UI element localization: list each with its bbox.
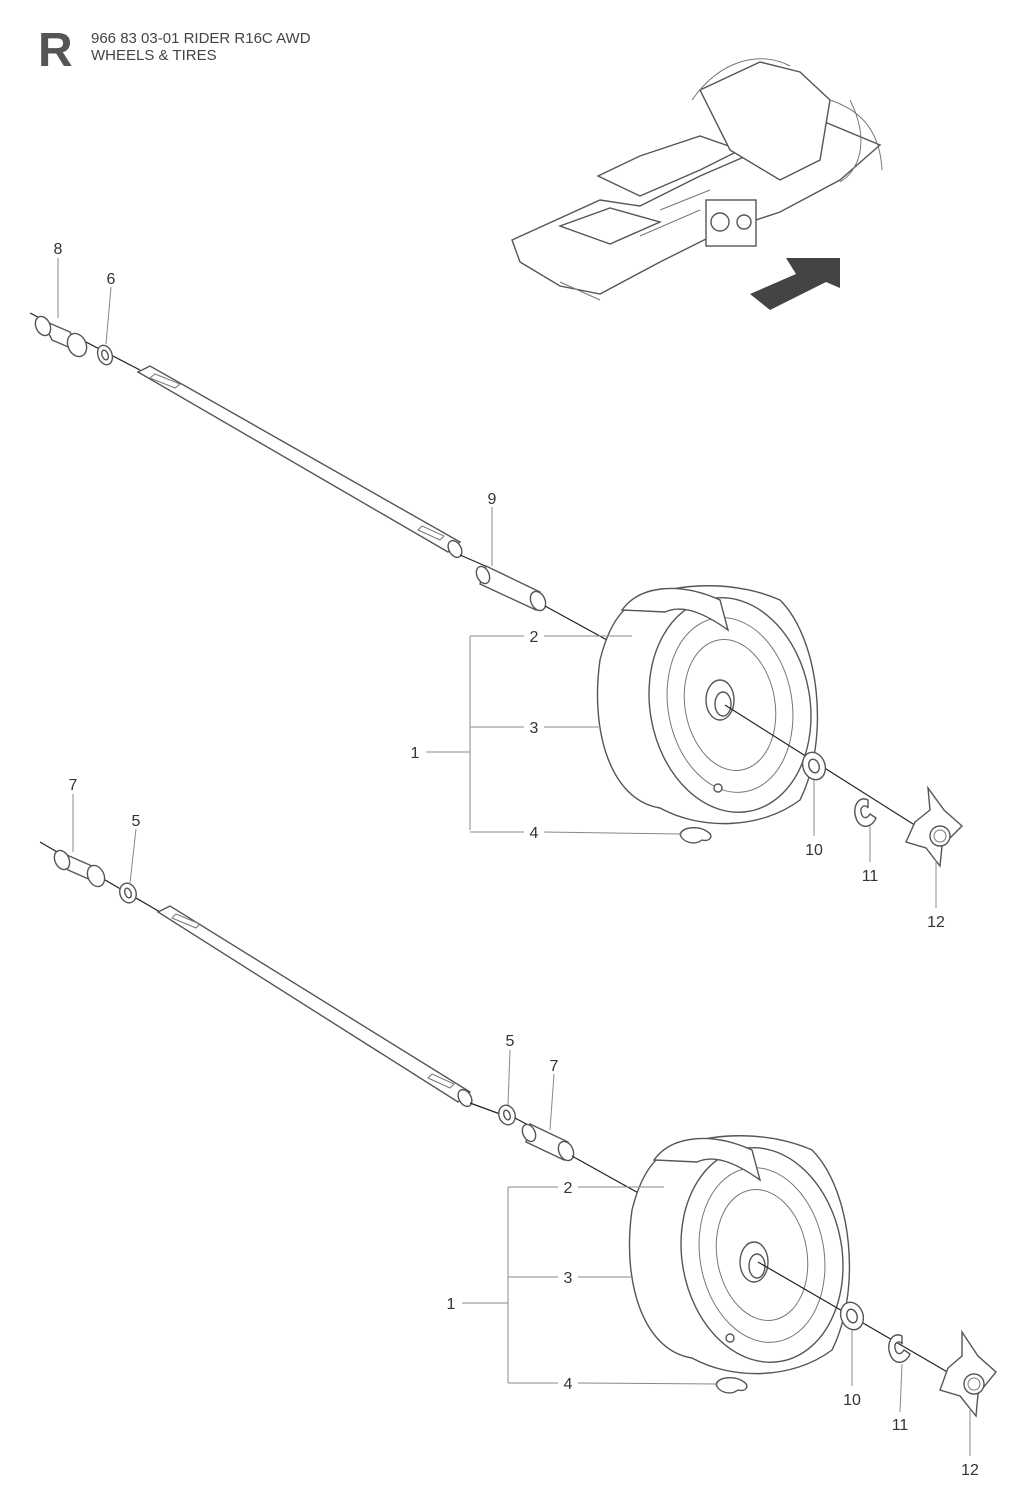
callout-12-lower: 12 [961,1462,979,1479]
e-clip-11-lower [888,1334,911,1363]
washer-5 [498,1104,516,1126]
callout-8: 8 [54,241,63,258]
callout-5-left: 5 [132,813,141,830]
lower-wheel-assembly: 7 5 5 7 2 3 1 4 10 11 12 [39,777,997,1479]
section-title: WHEELS & TIRES [91,47,217,64]
chassis-overview-illustration [511,58,883,301]
tire-wheel-upper [596,585,819,825]
callout-11: 11 [862,868,879,885]
washer-10-lower [839,1301,865,1331]
callout-9: 9 [488,491,497,508]
callout-1-lower: 1 [447,1296,456,1313]
callout-10: 10 [805,842,823,859]
tire-wheel-lower [628,1135,851,1375]
pin-4 [679,827,712,844]
callout-6: 6 [107,271,116,288]
callout-7: 7 [550,1058,559,1075]
callout-5: 5 [506,1033,515,1050]
upper-wheel-assembly: 8 6 9 2 3 1 4 10 11 12 [29,241,964,931]
callout-12: 12 [927,914,945,931]
e-clip-11 [854,798,877,827]
callout-3-lower: 3 [564,1270,573,1287]
axle-shaft-upper [136,365,463,559]
callout-11-lower: 11 [892,1417,909,1434]
washer-6 [96,344,114,366]
spacer-7 [521,1122,575,1162]
hub-cap-12 [905,785,964,868]
callout-10-lower: 10 [843,1392,861,1409]
callout-4: 4 [530,825,539,842]
spacer-9 [475,565,547,612]
callout-1: 1 [411,745,420,762]
section-letter: R [38,24,73,77]
callout-3: 3 [530,720,539,737]
view-direction-arrow [750,258,840,310]
bushing-8 [34,315,88,358]
hub-cap-12-lower [939,1329,997,1418]
washer-5-left [119,882,137,904]
bushing-7-left [53,849,106,888]
washer-10 [801,751,827,781]
axle-shaft-lower [156,905,473,1108]
model-title: 966 83 03-01 RIDER R16C AWD [91,30,311,47]
callout-2: 2 [530,629,539,646]
callout-4-lower: 4 [564,1376,573,1393]
callout-7-left: 7 [69,777,78,794]
callout-2-lower: 2 [564,1180,573,1197]
pin-4-lower [715,1377,748,1394]
